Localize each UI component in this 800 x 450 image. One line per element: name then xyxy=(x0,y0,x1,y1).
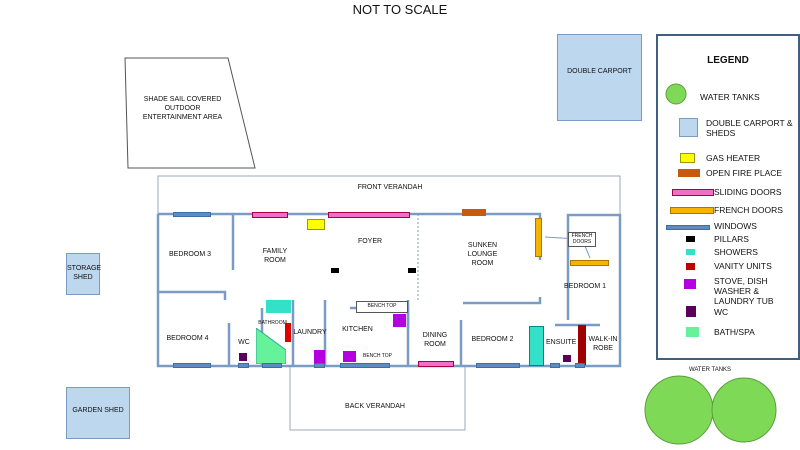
legend-label: SLIDING DOORS xyxy=(714,187,782,197)
legend-title: LEGEND xyxy=(707,55,749,66)
window xyxy=(314,363,325,368)
window xyxy=(340,363,390,368)
window xyxy=(575,363,585,368)
stove xyxy=(393,314,406,327)
shade-sail-label: SHADE SAIL COVERED OUTDOOR ENTERTAINMENT… xyxy=(142,96,223,121)
dining-room-label: DINING ROOM xyxy=(422,332,448,348)
vanity-unit xyxy=(578,325,586,365)
legend: LEGEND WATER TANKS DOUBLE CARPORT & SHED… xyxy=(656,34,800,360)
family-room-label: FAMILY ROOM xyxy=(262,248,288,264)
window xyxy=(550,363,560,368)
bath-spa xyxy=(256,328,286,364)
walk-in-robe-label: WALK-IN ROBE xyxy=(588,336,618,352)
kitchen-label: KITCHEN xyxy=(342,326,373,333)
open-fire-place xyxy=(462,209,486,216)
legend-label: WINDOWS xyxy=(714,221,757,231)
legend-label: VANITY UNITS xyxy=(714,261,772,271)
water-tanks-label: WATER TANKS xyxy=(688,367,732,373)
bedroom1-label: BEDROOM 1 xyxy=(563,283,606,290)
sliding-door xyxy=(252,212,288,218)
laundry-label: LAUNDRY xyxy=(293,329,327,336)
legend-swatch-pillar xyxy=(686,236,695,242)
legend-swatch-carport xyxy=(679,118,698,137)
gas-heater xyxy=(307,219,325,230)
pillar xyxy=(331,268,339,273)
wc-fixture xyxy=(239,353,247,361)
bedroom4-label: BEDROOM 4 xyxy=(166,335,209,342)
window xyxy=(238,363,249,368)
legend-swatch-shower xyxy=(686,249,695,255)
legend-label: BATH/SPA xyxy=(714,327,755,337)
legend-swatch-wc xyxy=(686,306,696,317)
legend-label: STOVE, DISH WASHER & LAUNDRY TUB xyxy=(714,276,774,306)
wc-fixture xyxy=(563,355,571,362)
french-doors-callout: FRENCH DOORS xyxy=(568,232,596,247)
french-door xyxy=(570,260,609,266)
pillar xyxy=(408,268,416,273)
window xyxy=(262,363,282,368)
bench-top-2: BENCH TOP xyxy=(363,353,392,359)
legend-swatch-window xyxy=(666,225,710,230)
garden-shed: GARDEN SHED xyxy=(66,387,130,439)
garden-label: GARDEN SHED xyxy=(72,407,124,414)
french-door xyxy=(535,218,542,257)
legend-label: PILLARS xyxy=(714,234,749,244)
legend-swatch-stove xyxy=(684,279,696,289)
legend-label: WC xyxy=(714,307,729,317)
shower xyxy=(266,300,291,313)
legend-swatch-french xyxy=(670,207,714,214)
legend-label: GAS HEATER xyxy=(706,153,761,163)
back-verandah-label: BACK VERANDAH xyxy=(345,403,405,410)
legend-swatch-bath xyxy=(686,327,699,337)
legend-swatch-heater xyxy=(680,153,695,163)
carport-label: DOUBLE CARPORT xyxy=(567,68,632,75)
front-verandah-label: FRONT VERANDAH xyxy=(357,184,423,191)
laundry-tub xyxy=(314,350,325,364)
window xyxy=(173,363,211,368)
storage-shed: STORAGE SHED xyxy=(66,253,102,295)
legend-label: OPEN FIRE PLACE xyxy=(706,168,783,178)
shower xyxy=(529,326,544,366)
dish-washer xyxy=(343,351,356,362)
bedroom3-label: BEDROOM 3 xyxy=(168,251,211,258)
legend-swatch-vanity xyxy=(686,263,695,270)
bedroom2-label: BEDROOM 2 xyxy=(471,336,514,343)
window xyxy=(476,363,520,368)
legend-swatch-sliding xyxy=(672,189,714,196)
legend-label: WATER TANKS xyxy=(700,92,760,102)
legend-label: DOUBLE CARPORT & SHEDS xyxy=(706,118,793,138)
legend-swatch-fire xyxy=(678,169,700,177)
bench-top-1: BENCH TOP xyxy=(356,301,408,313)
vanity-unit xyxy=(285,323,291,342)
sunken-lounge-label: SUNKEN LOUNGE ROOM xyxy=(467,242,498,267)
sliding-door xyxy=(418,361,454,367)
legend-label: FRENCH DOORS xyxy=(714,205,783,215)
ensuite-label: ENSUITE xyxy=(546,339,577,346)
window xyxy=(173,212,211,217)
title: NOT TO SCALE xyxy=(352,2,448,17)
storage-label: STORAGE SHED xyxy=(67,265,102,281)
sliding-door xyxy=(328,212,410,218)
legend-label: SHOWERS xyxy=(714,247,758,257)
double-carport: DOUBLE CARPORT xyxy=(557,34,642,121)
bathroom-label: BATHROOM xyxy=(258,320,287,326)
wc-label: WC xyxy=(238,339,250,346)
foyer-label: FOYER xyxy=(357,238,383,245)
